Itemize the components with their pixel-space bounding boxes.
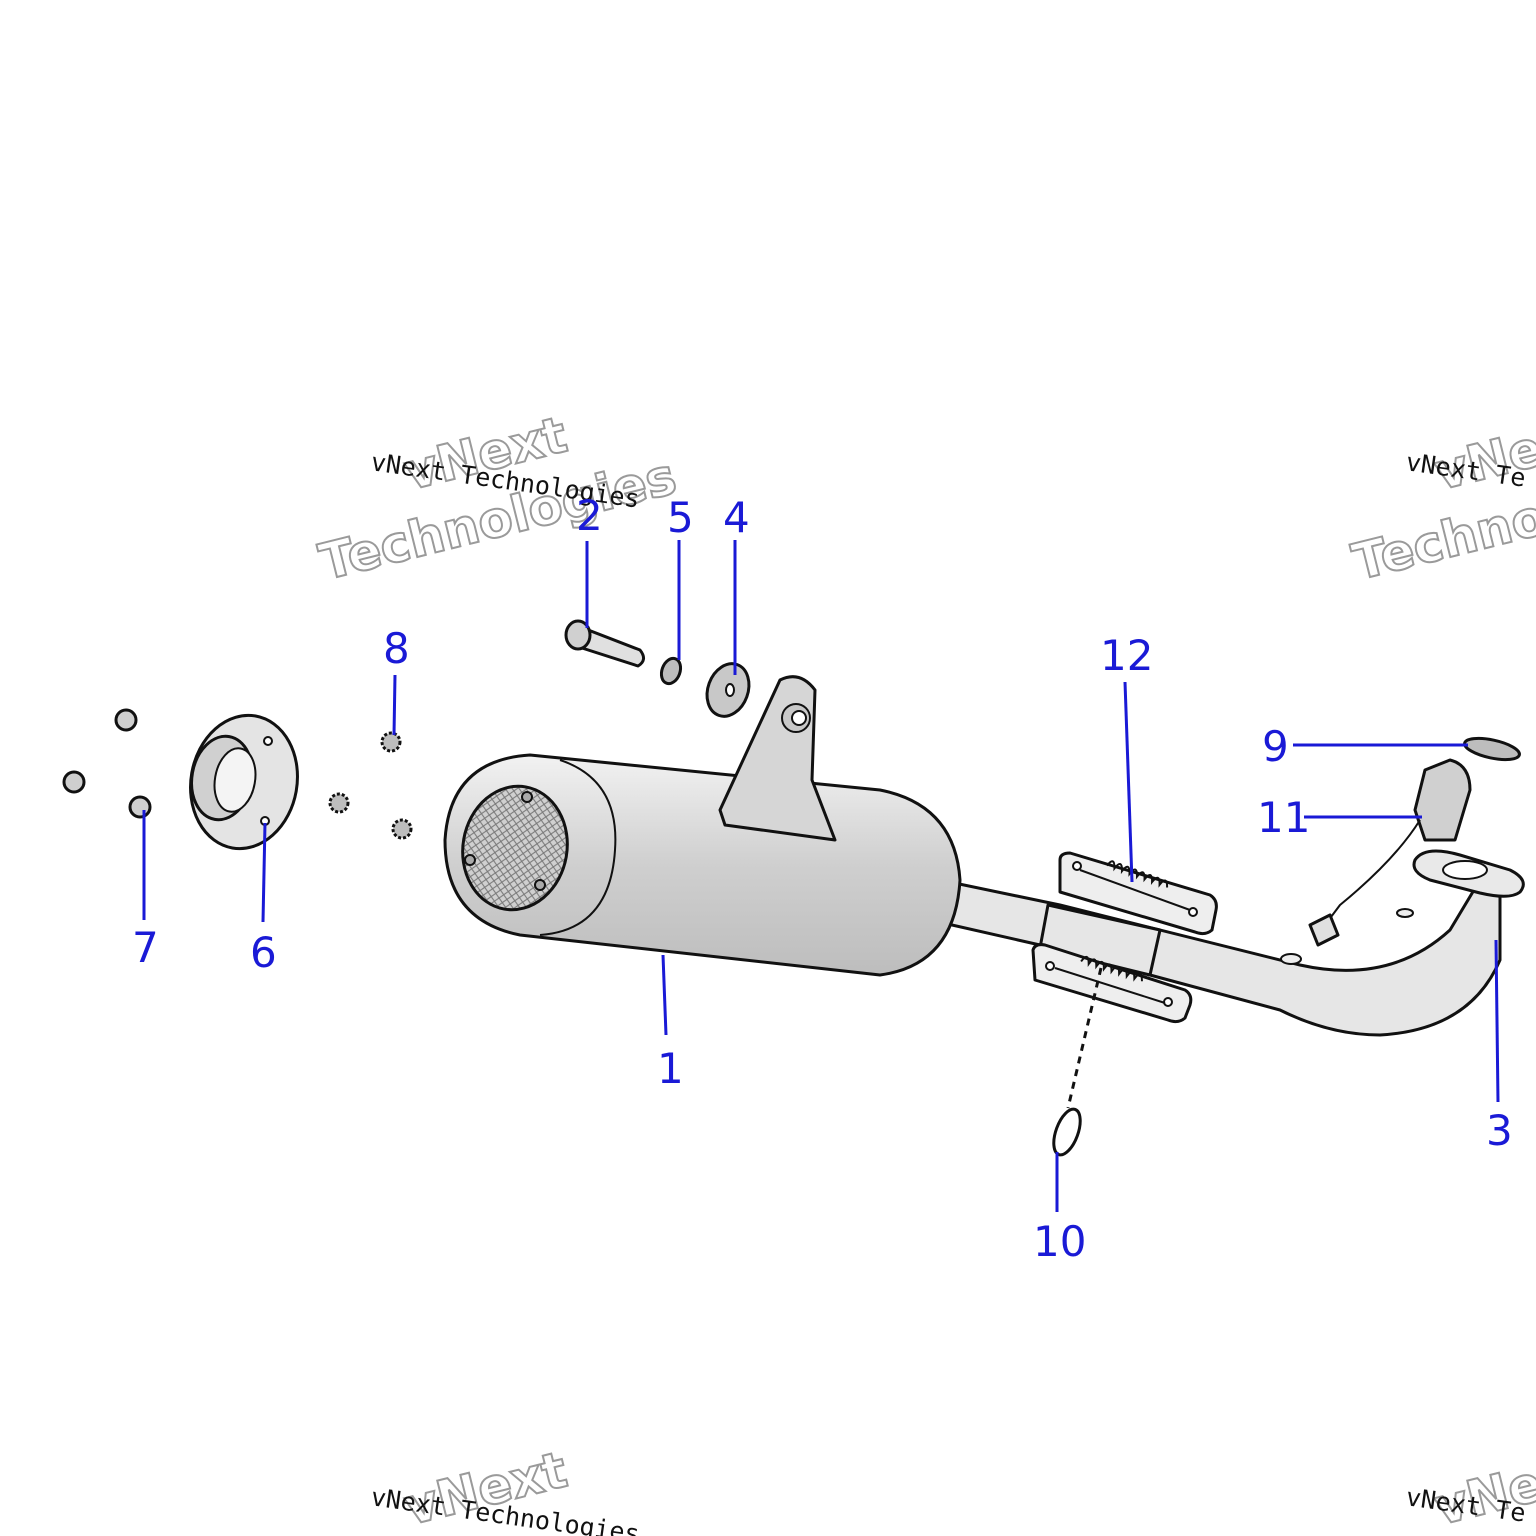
spring-top xyxy=(1079,860,1191,911)
callout-8: 8 xyxy=(383,624,410,673)
muffler xyxy=(443,675,962,977)
seal-ring-dashed-leader xyxy=(1066,967,1103,1109)
callout-1: 1 xyxy=(657,1044,684,1093)
callout-9: 9 xyxy=(1262,722,1289,771)
callout-4: 4 xyxy=(723,493,750,542)
callout-6: 6 xyxy=(250,928,277,977)
callout-numbers: 1 2 3 4 5 6 7 8 9 10 11 12 xyxy=(132,491,1513,1266)
spring-assembly xyxy=(1031,851,1218,1024)
leader-lines xyxy=(142,540,1500,1212)
seal-ring xyxy=(1052,1107,1082,1157)
callout-5: 5 xyxy=(667,493,694,542)
header-pipe xyxy=(928,849,1525,1037)
screws xyxy=(62,708,152,819)
flat-washer xyxy=(705,662,751,718)
end-cap xyxy=(189,713,299,851)
callout-10: 10 xyxy=(1033,1217,1086,1266)
oxygen-sensor xyxy=(1308,758,1472,947)
callout-3: 3 xyxy=(1486,1106,1513,1155)
watermark-big-line2-right: Techno xyxy=(1347,488,1536,592)
callout-2: 2 xyxy=(576,491,603,540)
lock-washer xyxy=(659,656,683,686)
callout-7: 7 xyxy=(132,923,159,972)
callout-11: 11 xyxy=(1257,793,1310,842)
exhaust-gasket xyxy=(1463,736,1521,762)
spring-bottom xyxy=(1054,955,1166,1004)
callout-12: 12 xyxy=(1100,631,1153,680)
star-washers xyxy=(328,731,413,840)
bolt xyxy=(564,619,645,668)
